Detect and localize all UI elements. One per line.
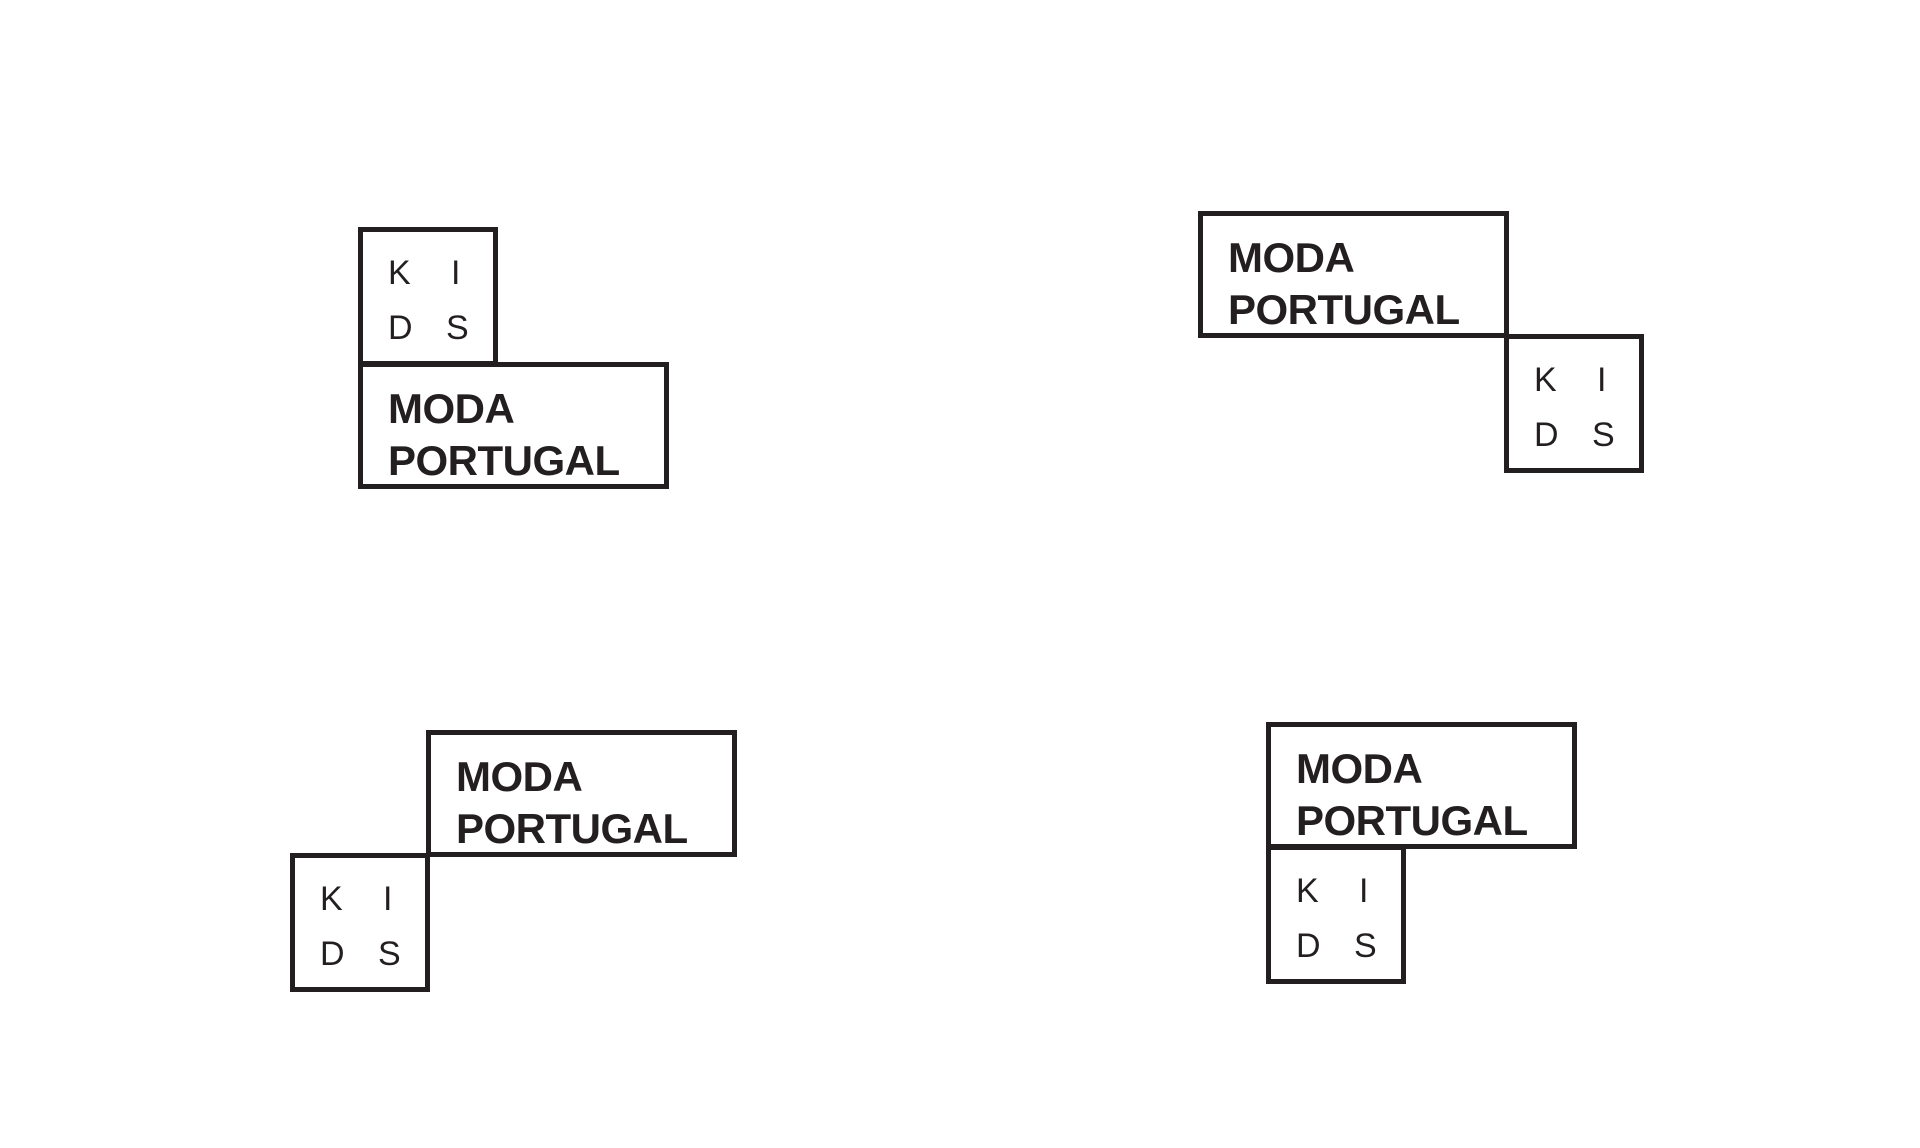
kids-letter-s: S — [1354, 927, 1377, 965]
kids-letter-k: K — [320, 880, 343, 918]
kids-box: K I D S — [1504, 334, 1644, 473]
wordmark: MODA PORTUGAL — [388, 383, 620, 487]
wordmark-line-2: PORTUGAL — [388, 437, 620, 484]
kids-box: K I D S — [290, 853, 430, 992]
kids-letter-d: D — [320, 935, 345, 973]
moda-portugal-box: MODA PORTUGAL — [1198, 211, 1509, 338]
kids-letter-d: D — [388, 309, 413, 347]
kids-letter-k: K — [1534, 361, 1557, 399]
moda-portugal-box: MODA PORTUGAL — [426, 730, 737, 857]
wordmark-line-2: PORTUGAL — [456, 805, 688, 852]
kids-box: K I D S — [1266, 845, 1406, 984]
moda-portugal-box: MODA PORTUGAL — [358, 362, 669, 489]
kids-letter-i: I — [1359, 872, 1369, 910]
kids-letter-i: I — [383, 880, 393, 918]
wordmark-line-2: PORTUGAL — [1228, 286, 1460, 333]
wordmark: MODA PORTUGAL — [1228, 232, 1460, 336]
kids-letter-s: S — [446, 309, 469, 347]
wordmark-line-1: MODA — [1228, 234, 1355, 281]
wordmark: MODA PORTUGAL — [1296, 743, 1528, 847]
wordmark-line-1: MODA — [456, 753, 583, 800]
wordmark-line-1: MODA — [1296, 745, 1423, 792]
moda-portugal-box: MODA PORTUGAL — [1266, 722, 1577, 849]
wordmark-line-2: PORTUGAL — [1296, 797, 1528, 844]
kids-letter-d: D — [1296, 927, 1321, 965]
kids-letter-s: S — [378, 935, 401, 973]
kids-box: K I D S — [358, 227, 498, 366]
wordmark-line-1: MODA — [388, 385, 515, 432]
kids-letter-k: K — [388, 254, 411, 292]
kids-letter-k: K — [1296, 872, 1319, 910]
kids-letter-d: D — [1534, 416, 1559, 454]
kids-letter-s: S — [1592, 416, 1615, 454]
kids-letter-i: I — [1597, 361, 1607, 399]
wordmark: MODA PORTUGAL — [456, 751, 688, 855]
kids-letter-i: I — [451, 254, 461, 292]
